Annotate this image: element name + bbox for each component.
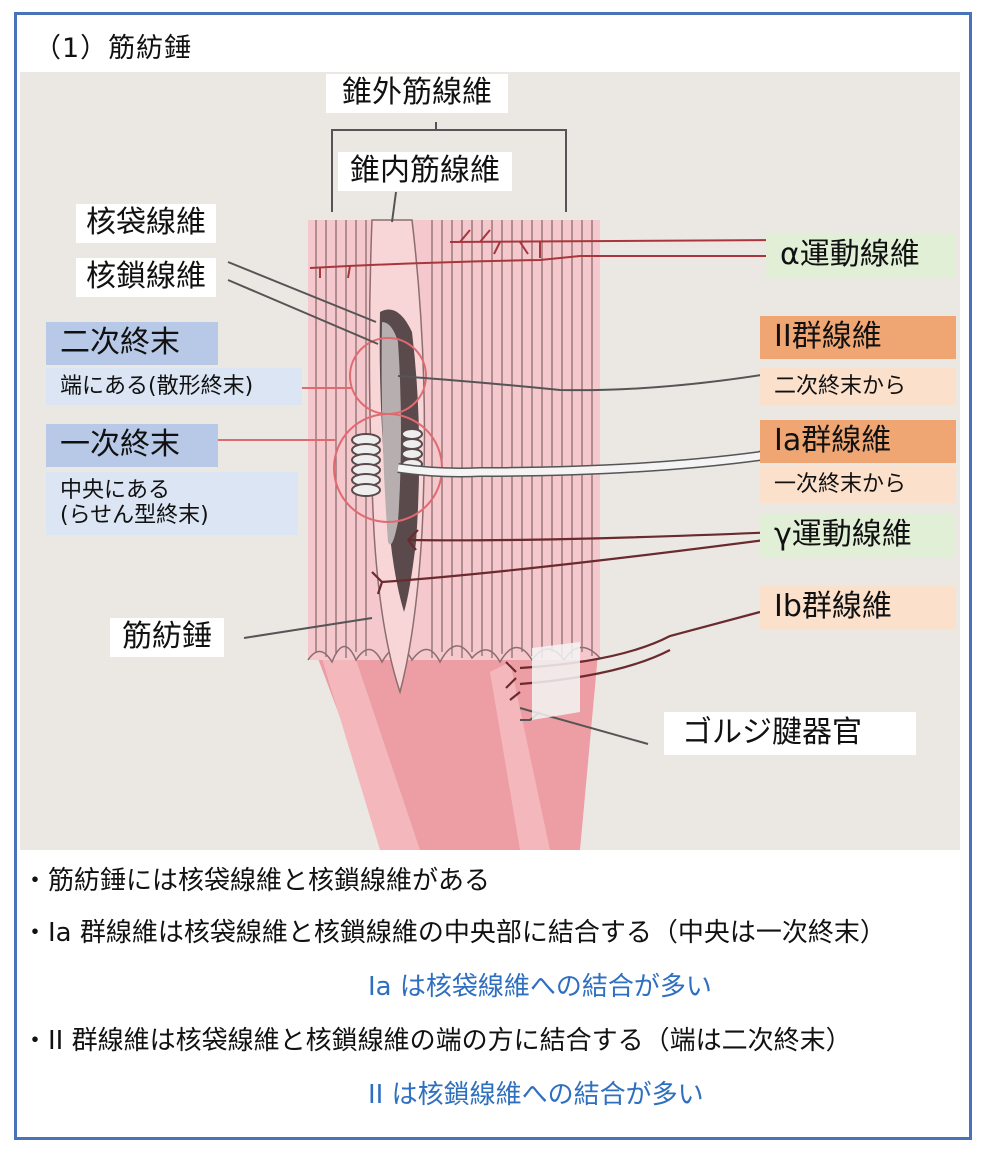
note-4: ・II 群線維は核袋線維と核鎖線維の端の方に結合する（端は二次終末） (22, 1026, 852, 1056)
tendon-highlight-2 (490, 662, 550, 850)
label-group-ia-desc: 一次終末から (760, 466, 956, 504)
gamma-motor-nerve (371, 529, 781, 595)
label-golgi: ゴルジ腱器官 (664, 712, 916, 755)
pointer-lines (216, 387, 352, 441)
label-primary-ending-desc-2: (らせん型終末) (60, 503, 209, 529)
muscle-diagram-svg (216, 122, 783, 850)
label-group-ii-desc: 二次終末から (760, 368, 956, 406)
label-group-ii: II群線維 (760, 316, 956, 359)
label-leader-lines (227, 261, 649, 745)
label-primary-ending-desc-1: 中央にある (60, 478, 171, 503)
group-ia-nerve-core (397, 442, 782, 476)
label-group-ia: Ia群線維 (760, 420, 956, 463)
primary-ending-spirals (351, 428, 423, 497)
label-gamma-motor: γ運動線維 (760, 514, 956, 557)
section-title: （1）筋紡錘 (34, 33, 193, 64)
label-intrafusal: 錐内筋線維 (338, 152, 512, 191)
label-nuclear-bag: 核袋線維 (76, 204, 216, 243)
muscle-spindle-figure: 錐外筋線維 錐内筋線維 核袋線維 核鎖線維 二次終末 端にある(散形終末) 一次… (20, 72, 960, 850)
label-muscle-spindle: 筋紡錘 (110, 618, 224, 657)
label-group-ib: Ib群線維 (760, 586, 956, 629)
alpha-motor-nerve (309, 229, 781, 279)
nuclear-chain-light (381, 322, 401, 545)
note-2: ・Ia 群線維は核袋線維と核鎖線維の中央部に結合する（中央は一次終末） (22, 918, 886, 948)
label-extrafusal: 錐外筋線維 (326, 74, 508, 113)
label-secondary-ending-desc: 端にある(散形終末) (46, 368, 302, 406)
group-ii-nerve (397, 371, 781, 392)
note-1: ・筋紡錘には核袋線維と核鎖線維がある (22, 866, 491, 896)
tendon-highlight (320, 642, 420, 850)
label-primary-ending-desc: 中央にある (らせん型終末) (46, 472, 298, 535)
label-secondary-ending: 二次終末 (46, 322, 218, 365)
label-alpha-motor: α運動線維 (766, 234, 956, 277)
note-5: II は核鎖線維への結合が多い (368, 1080, 704, 1110)
label-primary-ending: 一次終末 (46, 424, 218, 467)
note-3: Ia は核袋線維への結合が多い (368, 972, 712, 1002)
top-brackets (331, 122, 567, 223)
label-nuclear-chain: 核鎖線維 (76, 258, 216, 297)
golgi-organ-white (532, 642, 580, 720)
